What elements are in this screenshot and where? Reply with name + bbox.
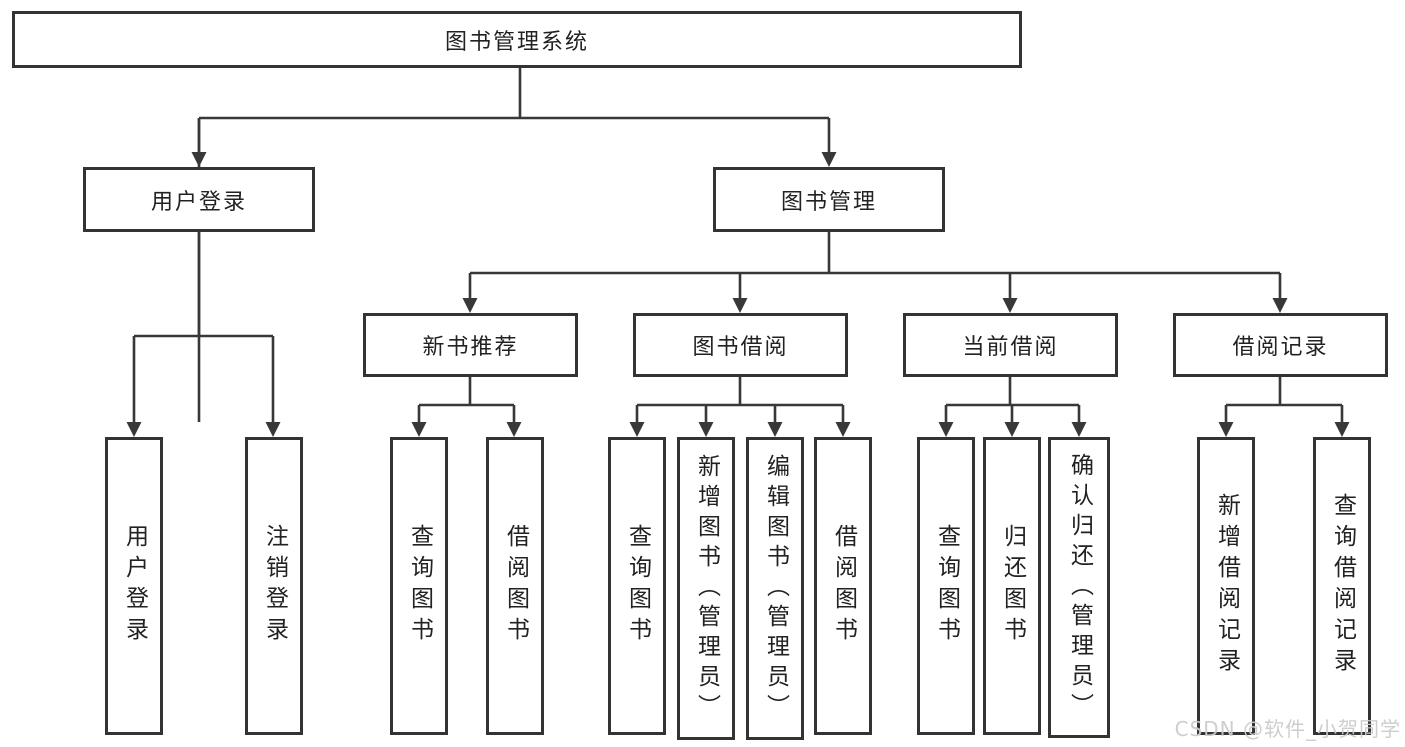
node-label: 图书管理 [780, 189, 877, 215]
arrow-down-icon [1272, 298, 1288, 313]
leaf-user-login: 用户登录 [105, 437, 163, 735]
arrow-down-icon [265, 422, 281, 437]
connector-borrowrecords-to-leaves [1218, 377, 1350, 437]
node-label: 当前借阅 [962, 335, 1059, 360]
node-root-system: 图书管理系统 [12, 11, 1022, 68]
arrow-down-icon [698, 422, 714, 437]
leaf-logout: 注销登录 [245, 437, 303, 735]
node-label: 用户登录 [150, 189, 247, 215]
leaf-borrow-books: 借阅图书 [814, 437, 872, 735]
leaf-query-borrow-record: 查询借阅记录 [1313, 437, 1371, 735]
node-book-borrow: 图书借阅 [633, 313, 848, 377]
arrow-down-icon [1218, 422, 1234, 437]
arrow-down-icon [191, 152, 207, 167]
leaf-query-books: 查询图书 [390, 437, 448, 735]
csdn-watermark: CSDN @软件_小贺同学 [1174, 717, 1401, 741]
arrow-down-icon [629, 422, 645, 437]
node-label: 新书推荐 [422, 335, 519, 360]
arrow-down-icon [462, 298, 478, 313]
leaf-return-books: 归还图书 [983, 437, 1041, 735]
connector-bookmgmt-to-level3 [462, 232, 1288, 313]
connector-root-to-level2 [191, 68, 837, 422]
connector-bookborrow-to-leaves [629, 377, 851, 437]
leaf-query-books: 查询图书 [608, 437, 666, 735]
node-label: 借阅记录 [1232, 335, 1329, 360]
arrow-down-icon [1334, 422, 1350, 437]
leaf-borrow-books: 借阅图书 [486, 437, 544, 735]
arrow-down-icon [1002, 298, 1018, 313]
arrow-down-icon [1071, 422, 1087, 437]
connector-newbook-to-leaves [411, 377, 522, 437]
arrow-down-icon [506, 422, 522, 437]
node-current-borrow: 当前借阅 [903, 313, 1118, 377]
node-label: 图书管理系统 [444, 29, 589, 55]
arrow-down-icon [411, 422, 427, 437]
leaf-add-books-admin: 新增图书（管理员） [677, 437, 735, 740]
node-label: 图书借阅 [692, 335, 789, 360]
connector-userlogin-to-leaves [126, 232, 281, 437]
connector-currentborrow-to-leaves [938, 377, 1087, 437]
leaf-add-borrow-record: 新增借阅记录 [1197, 437, 1255, 735]
arrow-down-icon [1004, 422, 1020, 437]
arrow-down-icon [835, 422, 851, 437]
leaf-query-books: 查询图书 [917, 437, 975, 735]
arrow-down-icon [767, 422, 783, 437]
node-new-book-recommend: 新书推荐 [363, 313, 578, 377]
arrow-down-icon [821, 152, 837, 167]
arrow-down-icon [938, 422, 954, 437]
leaf-confirm-return-admin: 确认归还（管理员） [1048, 437, 1110, 738]
leaf-edit-books-admin: 编辑图书（管理员） [746, 437, 804, 740]
arrow-down-icon [126, 422, 142, 437]
arrow-down-icon [732, 298, 748, 313]
node-book-management: 图书管理 [713, 167, 945, 232]
node-borrow-records: 借阅记录 [1173, 313, 1388, 377]
node-user-login: 用户登录 [83, 167, 315, 232]
